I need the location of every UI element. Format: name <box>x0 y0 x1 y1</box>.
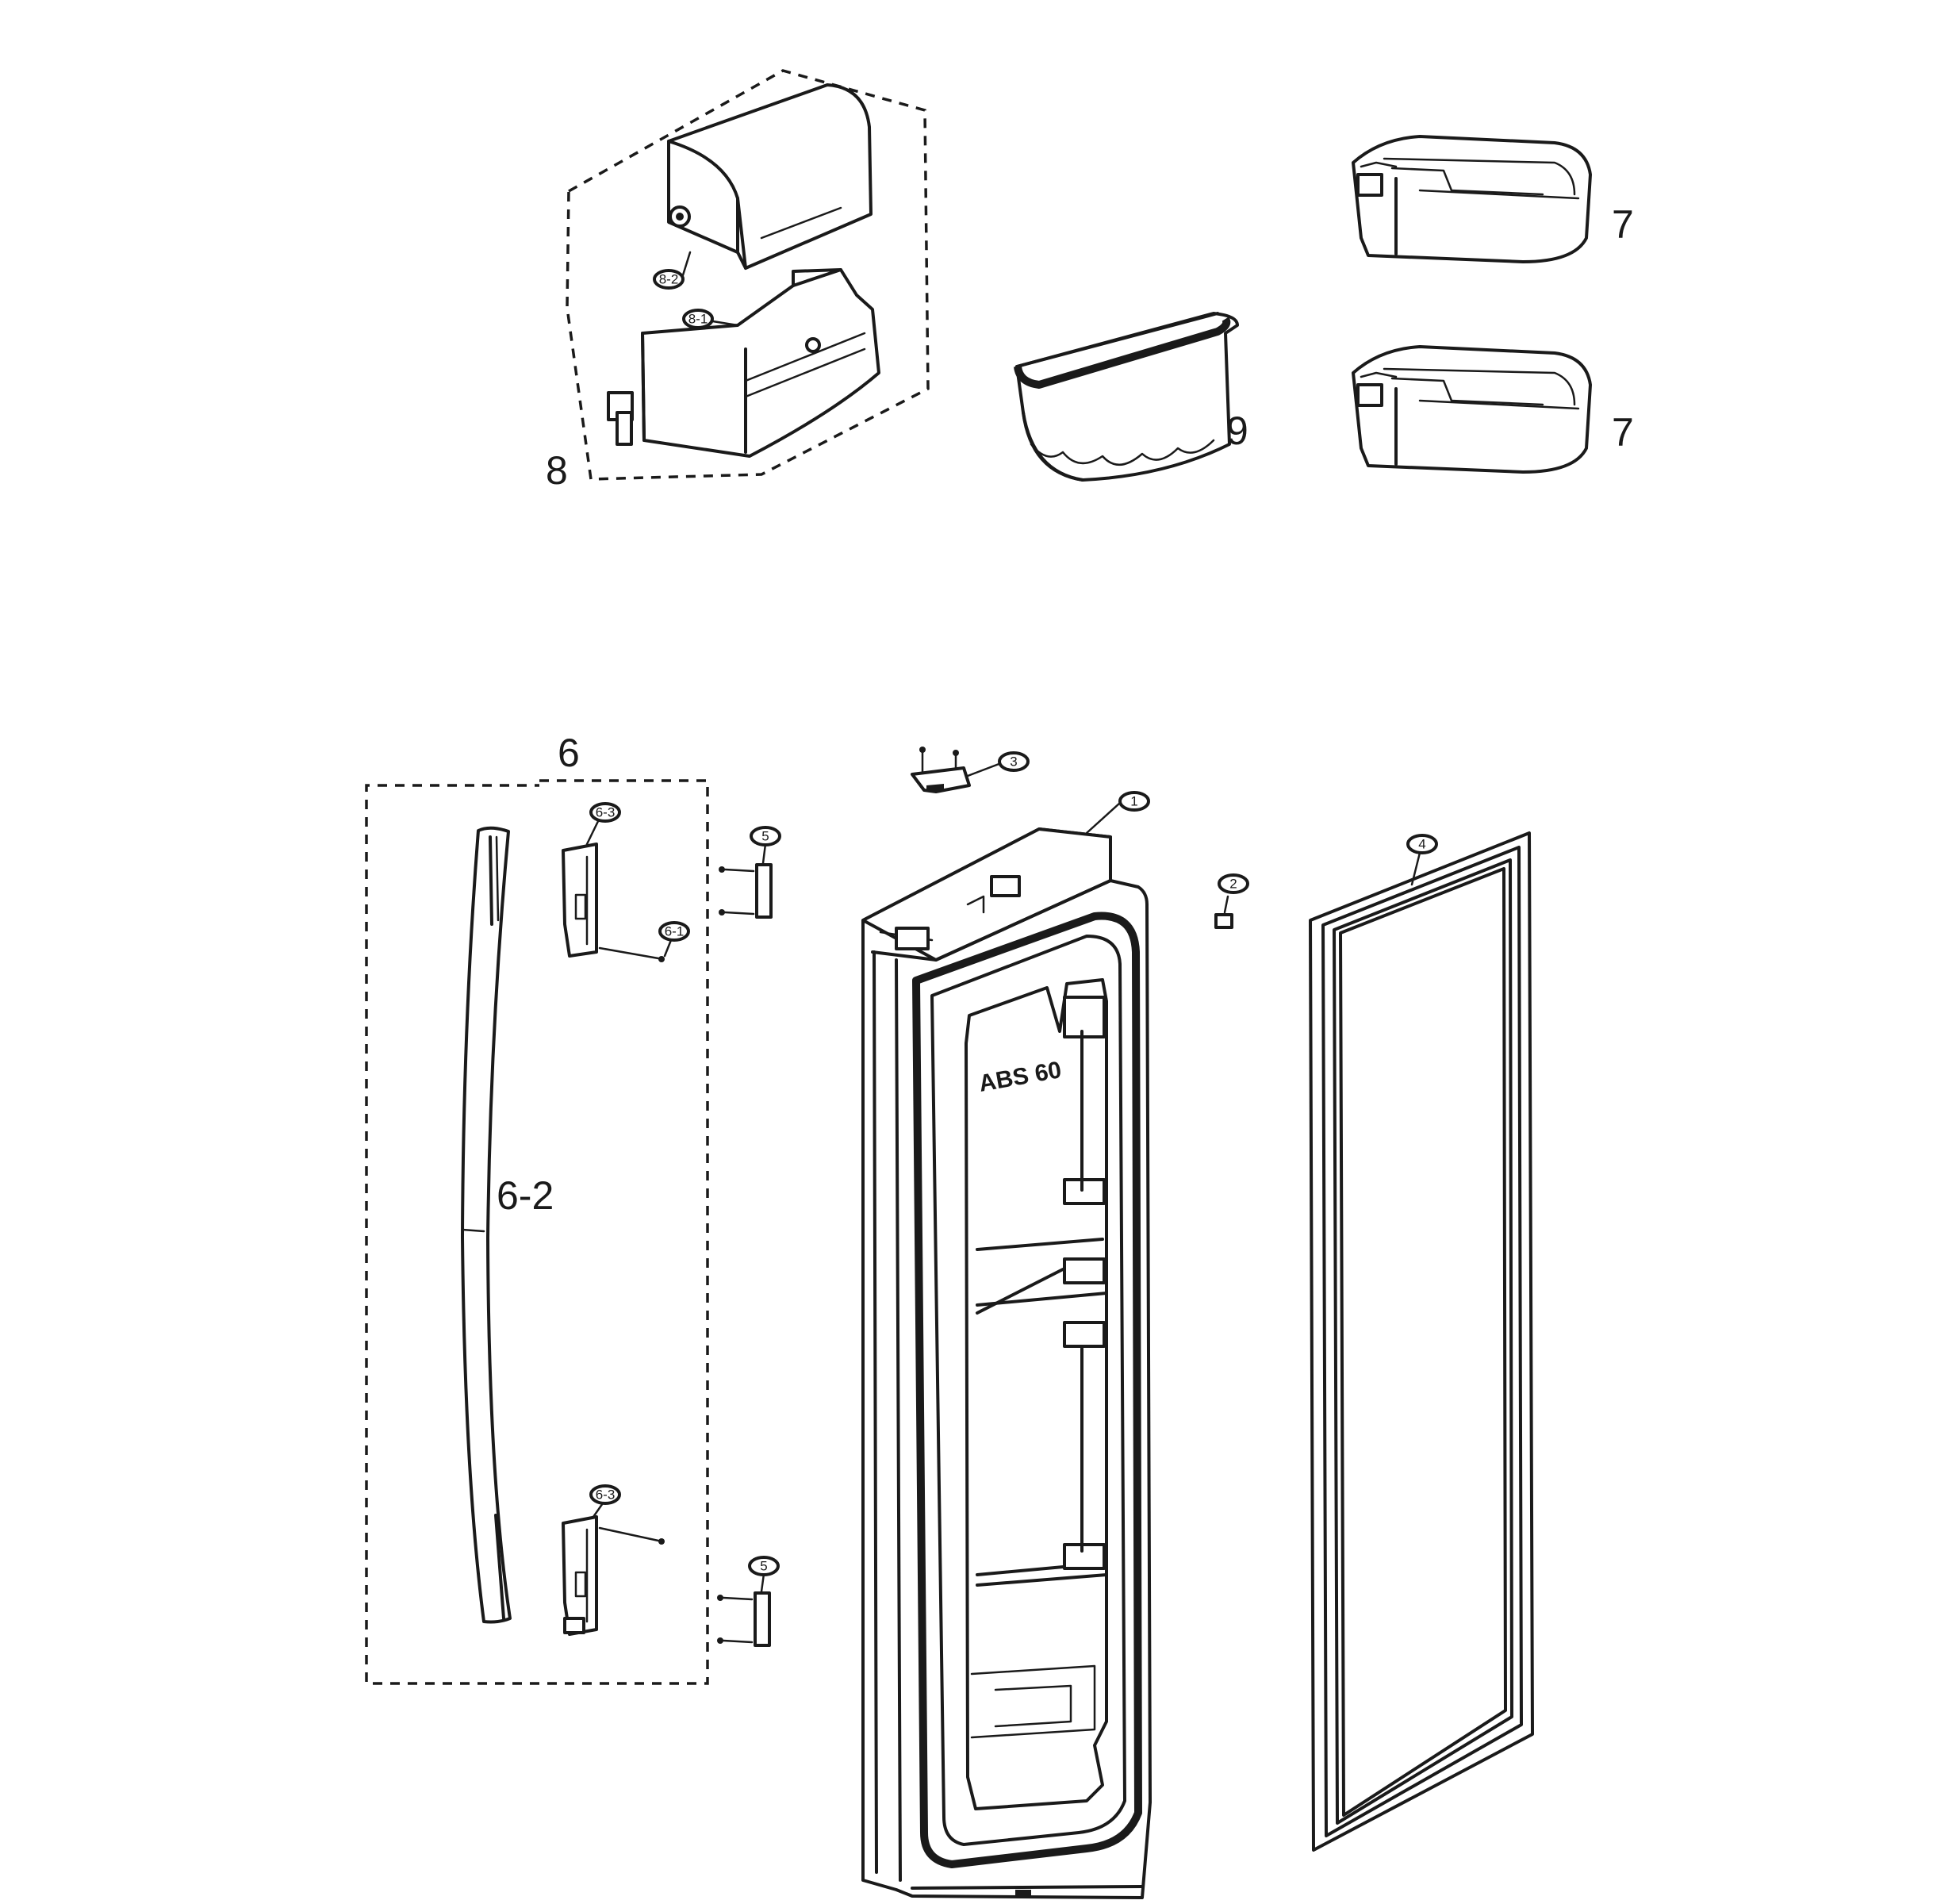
svg-text:6-3: 6-3 <box>596 805 616 820</box>
callout-5-bottom-bubble <box>748 1556 780 1576</box>
svg-text:1: 1 <box>1130 794 1137 809</box>
callout-5-top-bubble <box>750 826 781 846</box>
part-7-bin-top: 7 <box>1352 135 1634 263</box>
callout-2-bubble <box>1218 873 1249 894</box>
svg-text:6-1: 6-1 <box>665 924 685 939</box>
callout-6-1-bubble <box>658 921 690 942</box>
part-6-3-bracket-bottom: 6-3 <box>562 1484 665 1636</box>
svg-text:5: 5 <box>761 829 769 844</box>
part-8-1-shelf-base <box>607 268 880 458</box>
part-2-stopper: 2 <box>1214 873 1249 929</box>
part-7-bin-bottom: 7 <box>1352 345 1634 474</box>
part-5-cap-top: 5 <box>719 826 781 919</box>
part-8-shelf-assembly: 8-2 8-1 8 <box>546 69 930 493</box>
part-6-dashed-boundary <box>365 779 709 1685</box>
svg-text:5: 5 <box>760 1559 767 1574</box>
part-4-door-gasket: 4 <box>1309 831 1534 1852</box>
part-9-label: 9 <box>1226 409 1248 453</box>
part-6-1-screw: 6-1 <box>598 921 690 962</box>
svg-text:4: 4 <box>1418 837 1425 852</box>
callout-6-3-bottom-bubble <box>589 1484 621 1505</box>
svg-text:3: 3 <box>1010 754 1017 770</box>
callout-3-bubble <box>998 751 1030 772</box>
part-8-dashed-boundary <box>566 69 930 481</box>
callout-8-1: 8-1 <box>682 309 714 329</box>
part-7-label-top: 7 <box>1612 202 1634 247</box>
part-3-hinge-cover: 3 <box>911 747 1030 793</box>
svg-text:6-3: 6-3 <box>596 1488 616 1503</box>
part-7-label-bottom: 7 <box>1612 410 1634 455</box>
part-6-3-bracket-top: 6-3 <box>562 802 621 958</box>
part-6-2-handle: 6-2 <box>461 826 554 1624</box>
part-8-label: 8 <box>546 448 568 493</box>
part-9-tray: 9 <box>1014 312 1248 482</box>
svg-text:2: 2 <box>1229 877 1237 892</box>
part-8-2-shelf-cover <box>667 83 873 270</box>
callout-8-2: 8-2 <box>653 269 685 290</box>
part-5-cap-bottom: 5 <box>717 1556 780 1647</box>
part-6-handle-assembly: 6 6-2 6-3 6-1 <box>365 731 709 1685</box>
svg-text:8-2: 8-2 <box>659 272 679 287</box>
callout-6-3-top-bubble <box>589 802 621 823</box>
callout-4-bubble <box>1406 834 1438 854</box>
part-6-2-label: 6-2 <box>497 1173 554 1218</box>
part-6-label: 6 <box>558 731 580 775</box>
part-1-door: ABS 60 1 <box>861 791 1152 1899</box>
svg-text:8-1: 8-1 <box>688 312 708 327</box>
callout-1-bubble <box>1118 791 1150 812</box>
